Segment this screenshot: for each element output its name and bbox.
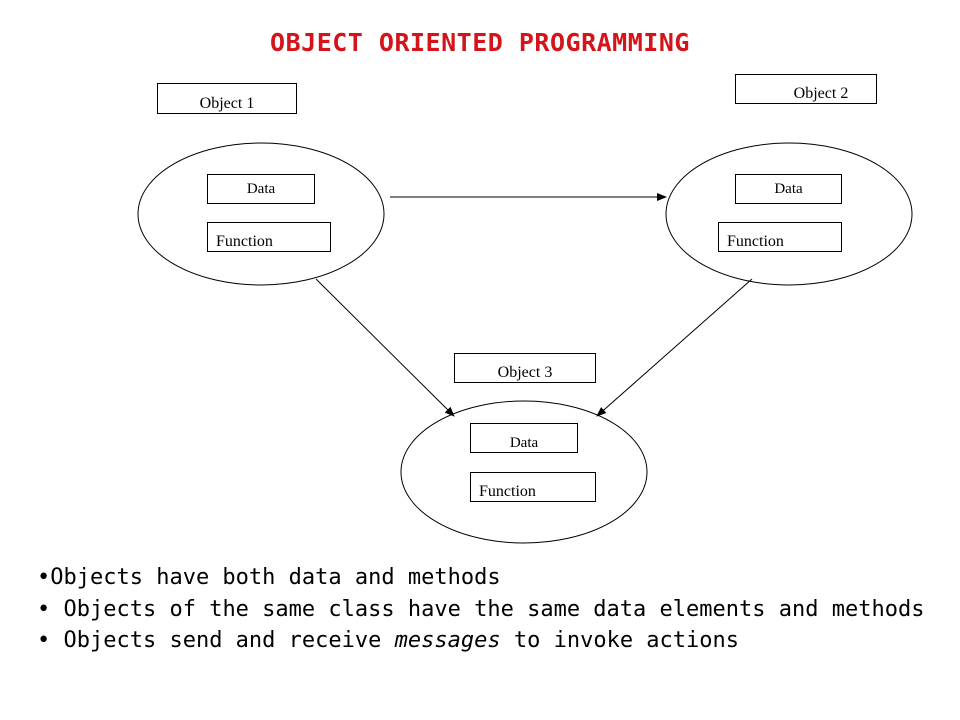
bullet-marker: • (37, 596, 64, 622)
slide-title: OBJECT ORIENTED PROGRAMMING (270, 28, 690, 57)
object-3-label: Object 3 (454, 353, 596, 383)
object-2-function-box: Function (718, 222, 842, 252)
object-3-ellipse (400, 400, 648, 544)
bullet-list: •Objects have both data and methods • Ob… (37, 562, 937, 657)
bullet-emphasis: messages (394, 628, 501, 653)
bullet-item: •Objects have both data and methods (37, 562, 937, 594)
bullet-text: Objects of the same class have the same … (63, 596, 925, 622)
message-arrow-2-to-3 (596, 278, 753, 417)
bullet-text-after: to invoke actions (500, 628, 740, 653)
object-1-ellipse (137, 142, 385, 286)
object-2-ellipse (665, 142, 913, 286)
bullet-text: Objects have both data and methods (50, 565, 501, 590)
object-3-function-box: Function (470, 472, 596, 502)
object-1-data-box: Data (207, 174, 315, 204)
object-2-label: Object 2 (735, 74, 877, 104)
bullet-item: • Objects send and receive messages to i… (37, 625, 937, 657)
object-3-data-box: Data (470, 423, 578, 453)
object-2-data-box: Data (735, 174, 842, 204)
bullet-marker: • (37, 628, 64, 653)
object-1-label: Object 1 (157, 83, 297, 114)
bullet-text-before: Objects send and receive (63, 628, 395, 653)
bullet-item: • Objects of the same class have the sam… (37, 594, 937, 626)
message-arrow-1-to-3 (315, 278, 455, 417)
object-1-function-box: Function (207, 222, 331, 252)
bullet-marker: • (37, 565, 51, 590)
